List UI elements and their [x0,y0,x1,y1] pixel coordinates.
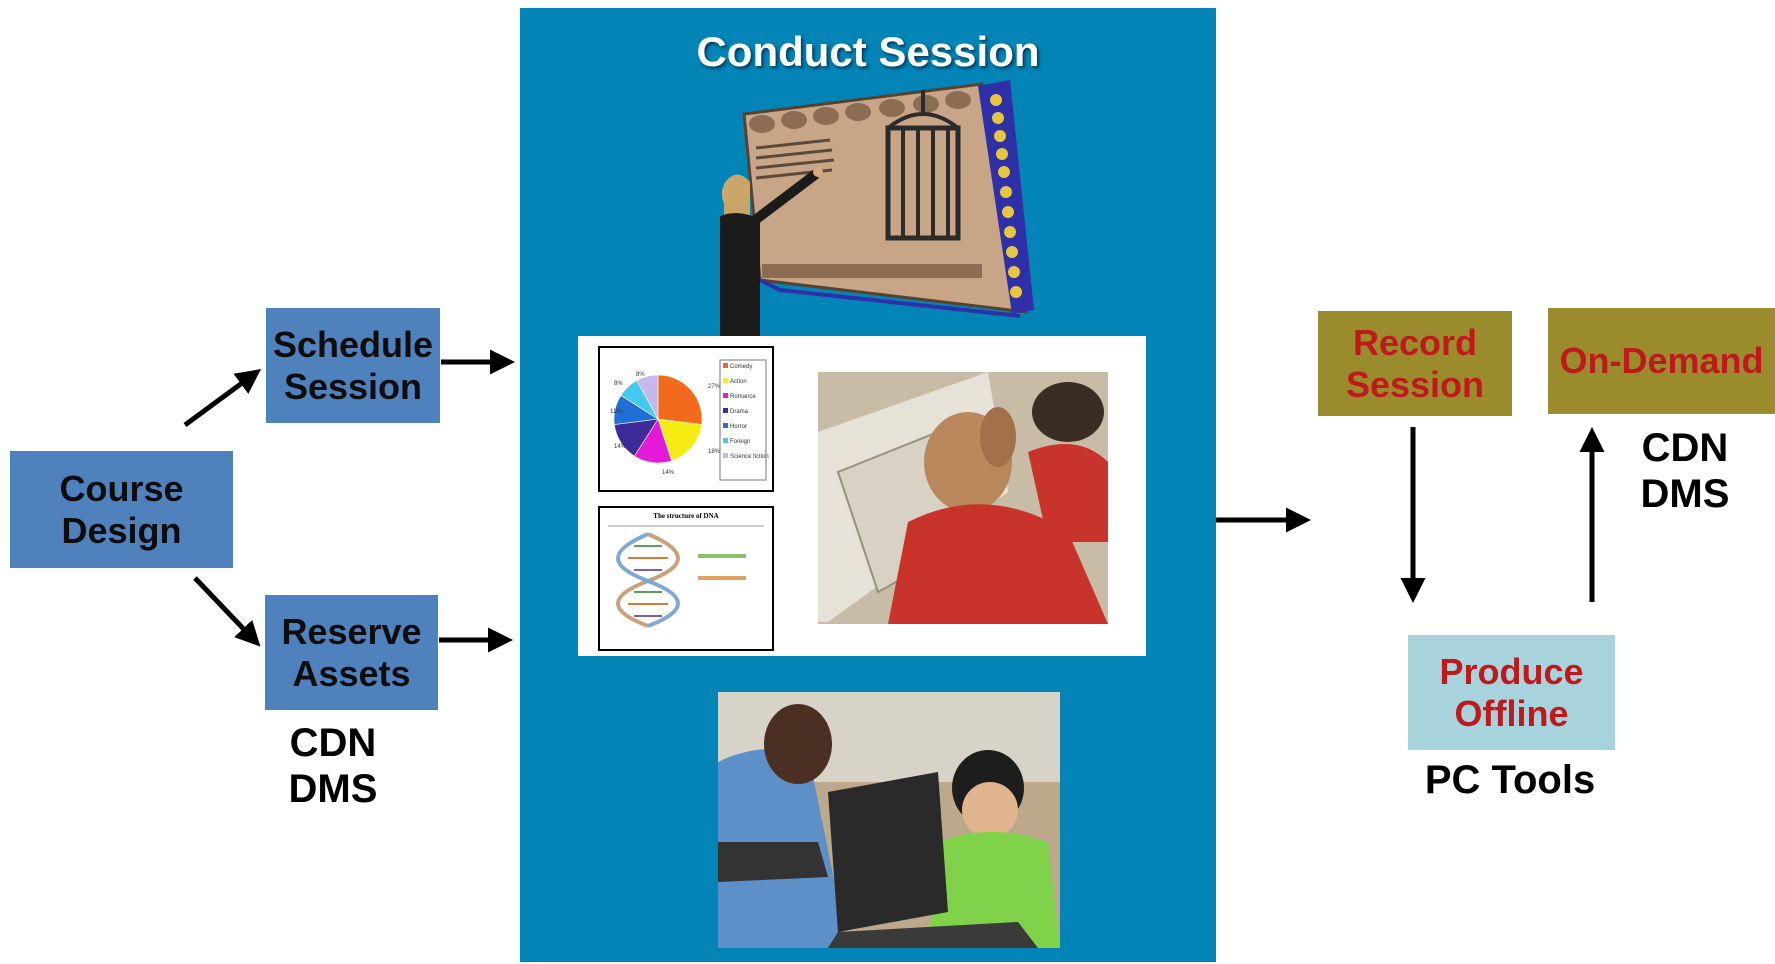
record-session-box: Record Session [1318,311,1512,416]
right-dms-text: DMS [1640,472,1730,516]
left-cdn-text: CDN [289,721,377,765]
produce-offline-line2: Offline [1454,692,1569,734]
pie-legend-label: Action [730,379,747,385]
dna-slide-title: The structure of DNA [653,512,718,520]
produce-offline-box: Produce Offline [1408,635,1615,750]
reserve-assets-line1: Reserve [281,611,422,653]
pie-legend-swatch [723,438,728,443]
right-cdn-dms-label: CDN DMS [1620,425,1750,517]
conduct-session-panel: Conduct Session [520,8,1216,962]
pie-slice [657,374,703,425]
pie-legend-swatch [723,423,728,428]
pie-percent-label: 14% [662,470,675,476]
reserve-assets-line2: Assets [292,652,411,694]
left-dms-text: DMS [288,767,378,811]
record-session-line2: Session [1345,363,1485,405]
pie-percent-label: 8% [614,381,623,387]
pie-chart-slide: 27% 18% 14% 14% 11% 8% 8% ComedyActionRomanceD… [598,346,774,492]
left-cdn-dms-label: CDN DMS [268,720,398,812]
pie-legend-label: Romance [730,394,756,400]
pie-percent-label: 8% [636,372,645,378]
pie-legend-label: Drama [730,409,749,415]
pie-percent-label: 14% [614,444,627,450]
schedule-session-line1: Schedule [272,324,434,366]
pie-legend-swatch [723,453,728,458]
smartboard-image [742,80,1034,318]
smartboard-presenter-image [720,80,1034,340]
pc-tools-label: PC Tools [1424,758,1596,802]
pie-legend-swatch [723,393,728,398]
on-demand-label: On-Demand [1559,340,1764,382]
pie-percent-labels: 27% 18% 14% 14% 11% 8% 8% [610,372,721,476]
pie-slice [657,418,702,462]
pie-legend-label: Science fiction [730,454,769,460]
dna-helix-icon [616,532,680,628]
course-design-line2: Design [61,509,182,551]
record-session-line1: Record [1352,322,1478,364]
pie-slice [636,374,659,420]
right-cdn-text: CDN [1641,426,1729,470]
on-demand-box: On-Demand [1548,308,1775,414]
classroom-photo [818,372,1108,624]
presenter-figure [720,167,823,340]
pie-legend-label: Comedy [730,364,752,370]
produce-offline-line1: Produce [1439,651,1584,693]
pie-percent-label: 11% [610,409,622,415]
pie-legend-swatch [723,363,728,368]
dna-slide: The structure of DNA [598,506,774,651]
pie-legend-swatch [723,408,728,413]
arrow-course-to-reserve [193,576,261,647]
course-design-line1: Course [59,468,184,510]
pie-legend-label: Foreign [730,439,750,445]
students-laptops-photo [718,692,1060,948]
arrow-course-to-schedule [183,369,262,428]
pie-legend: ComedyActionRomanceDramaHorrorForeignSci… [723,363,769,460]
pie-percent-label: 18% [708,449,721,455]
pie-legend-swatch [723,378,728,383]
schedule-session-line2: Session [283,365,423,407]
pie-legend-label: Horror [730,424,747,430]
course-design-box: Course Design [10,451,233,568]
pie-slices [613,374,703,464]
schedule-session-box: Schedule Session [266,308,440,423]
pie-percent-label: 27% [708,384,721,390]
conduct-session-title: Conduct Session [696,28,1040,75]
reserve-assets-box: Reserve Assets [265,595,438,710]
